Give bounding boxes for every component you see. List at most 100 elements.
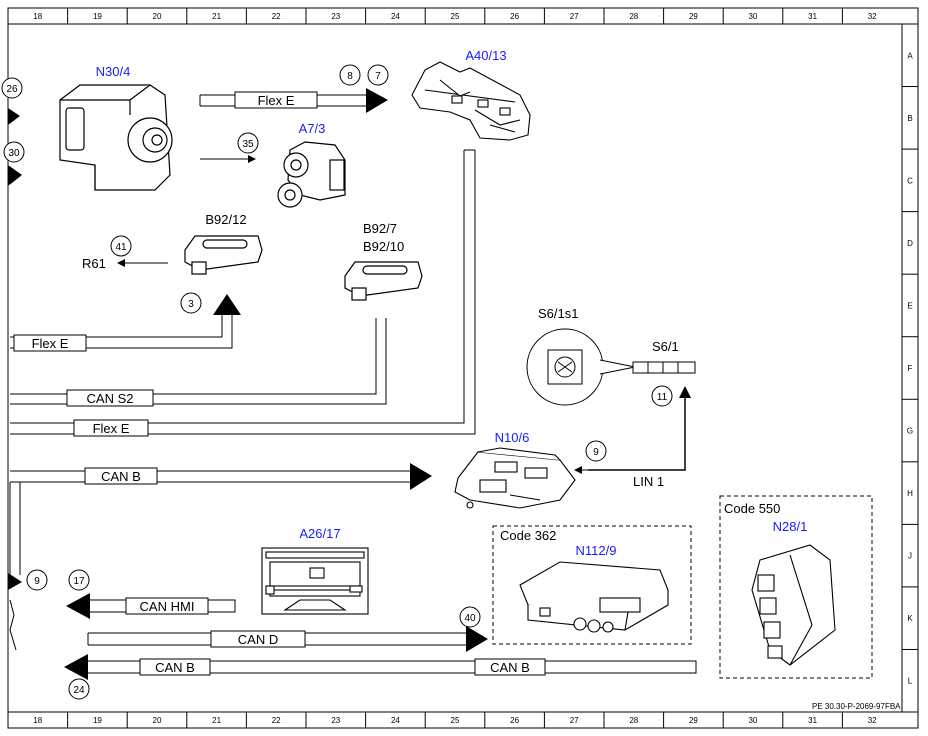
n10-6-label: N10/6 [495,430,530,445]
can-d-label: CAN D [238,632,278,647]
b92-12-label: B92/12 [205,212,246,227]
lin-1-label: LIN 1 [633,474,664,489]
frame-top-number: 30 [749,12,758,21]
can-b-bottom-right-label: CAN B [490,660,530,675]
frame-row-letter: H [907,489,913,498]
footer-reference: PE 30.30-P-2069-97FBA [812,702,901,711]
a7-3-label: A7/3 [299,121,326,136]
n30-4-module [59,84,173,191]
n30-4-label: N30/4 [96,64,131,79]
ref-7: 7 [375,71,381,82]
ref-9-left: 9 [34,576,40,587]
n112-9-label: N112/9 [576,543,617,558]
frame-top-number: 28 [629,12,638,21]
a26-17-module [261,547,369,615]
frame-bottom-number: 31 [808,716,817,725]
frame-bottom-number: 26 [510,716,519,725]
can-b-left-vertical [9,482,21,575]
flex-e-left-label: Flex E [32,336,69,351]
code-362-box [492,525,692,645]
frame-bottom-number: 19 [93,716,102,725]
can-b-bottom-left-label: CAN B [155,660,195,675]
frame-bottom-number: 28 [629,716,638,725]
a40-13-label: A40/13 [465,48,506,63]
lin-1-line [588,398,686,471]
can-b-bottom-line [86,660,697,674]
s6-1s1-switch [526,328,636,406]
frame-row-letter: B [907,114,912,123]
frame-bottom-number: 21 [212,716,221,725]
drawing-frame [7,7,919,729]
n10-6-module [454,447,576,509]
ref-41: 41 [115,242,127,253]
s6-1-connector [632,361,696,374]
s6-1s1-label: S6/1s1 [538,306,578,321]
n112-9-module [519,561,669,633]
frame-row-letter: C [907,176,913,185]
ref-3: 3 [188,299,194,310]
frame-row-letter: A [907,51,913,60]
frame-row-letter: K [907,614,913,623]
a26-17-label: A26/17 [299,526,340,541]
frame-bottom-number: 25 [451,716,460,725]
a7-3-module [277,141,346,208]
frame-top-number: 31 [808,12,817,21]
frame-top-number: 27 [570,12,579,21]
frame-bottom-number: 30 [749,716,758,725]
flex-e-a40-line [10,149,476,435]
ref-9-lin: 9 [593,447,599,458]
n28-1-label: N28/1 [773,519,808,534]
frame-row-letter: L [908,677,913,686]
ref-24: 24 [73,685,85,696]
thin-arrows [117,155,588,474]
ref-17: 17 [73,576,85,587]
frame-bottom-number: 20 [153,716,162,725]
frame-top-number: 25 [451,12,460,21]
flex-e-mid-label: Flex E [93,421,130,436]
can-hmi-label: CAN HMI [140,599,195,614]
code-550-label: Code 550 [724,501,780,516]
b92-10-label: B92/10 [363,239,404,254]
s6-1-label: S6/1 [652,339,679,354]
b92-12-sensor [184,235,263,275]
r61-label: R61 [82,256,106,271]
bus-label-boxes [13,91,546,676]
frame-bottom-number: 23 [331,716,340,725]
can-s2-label: CAN S2 [87,391,134,406]
code-362-label: Code 362 [500,528,556,543]
a40-13-module [411,61,531,141]
frame-row-letter: G [907,427,913,436]
can-s2-line [10,318,387,405]
frame-top-number: 23 [331,12,340,21]
frame-row-letter: J [908,552,912,561]
frame-top-number: 20 [153,12,162,21]
can-b-n10-line [10,470,412,483]
frame-top-number: 32 [868,12,877,21]
arrow-heads [8,88,691,680]
reference-numbers: 26 30 8 7 35 41 3 11 9 9 17 40 24 [6,71,667,696]
b92-7-sensor [344,261,423,301]
n28-1-module [751,544,836,666]
frame-top-number: 22 [272,12,281,21]
frame-bottom-number: 22 [272,716,281,725]
reference-circles [1,64,673,700]
ref-30: 30 [8,148,20,159]
ref-8: 8 [347,71,353,82]
frame-top-number: 18 [33,12,42,21]
ref-35: 35 [242,139,254,150]
frame-bottom-number: 29 [689,716,698,725]
frame-row-letter: E [907,301,912,310]
frame-top-number: 19 [93,12,102,21]
ref-40: 40 [464,613,476,624]
code-550-box [719,495,873,679]
flex-e-top-label: Flex E [258,93,295,108]
bus-labels: Flex E Flex E CAN S2 Flex E CAN B CAN HM… [32,93,665,675]
can-b-mid-label: CAN B [101,469,141,484]
frame-top-number: 21 [212,12,221,21]
frame-row-letter: D [907,239,913,248]
frame-top-number: 26 [510,12,519,21]
frame-bottom-number: 24 [391,716,400,725]
